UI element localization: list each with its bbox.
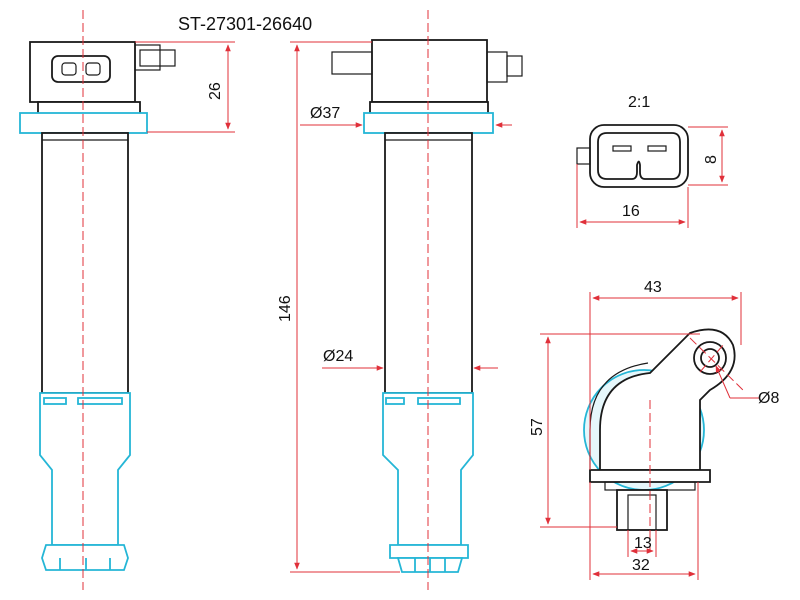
dim-plug-width: 16 — [622, 203, 640, 220]
dim-pin-width: 13 — [634, 535, 652, 552]
dim-hole-diameter: Ø8 — [758, 390, 779, 407]
boot-rib — [77, 397, 123, 405]
detail-scale: 2:1 — [628, 94, 650, 111]
boot-tip — [41, 544, 129, 571]
connector-housing-side — [371, 39, 488, 103]
connector-latch — [139, 49, 176, 67]
coil-front-view: 26 — [19, 10, 235, 590]
connector-tab — [134, 44, 161, 71]
dim-total-length: 146 — [277, 295, 294, 322]
plug-inner-shell — [597, 132, 681, 180]
plug-pin-left — [61, 62, 77, 76]
part-number-title: ST-27301-26640 — [178, 14, 312, 34]
rubber-boot — [39, 392, 131, 546]
dim-body-diameter: Ø24 — [323, 348, 353, 365]
dim-plug-height: 8 — [703, 155, 720, 164]
plug-terminal-right — [647, 145, 667, 152]
dim-connector-height: 26 — [207, 82, 224, 100]
boot-rib — [43, 397, 67, 405]
head-base — [589, 469, 711, 483]
connector-tab-side — [486, 51, 508, 83]
plug-latch — [576, 147, 591, 165]
plug-pin-right — [85, 62, 101, 76]
plug-socket-front — [51, 55, 111, 83]
coil-body — [41, 132, 129, 394]
dim-flange-diameter: Ø37 — [310, 105, 340, 122]
connector-latch-side — [331, 51, 373, 75]
coil-side-view: 146 Ø37 Ø24 — [277, 10, 523, 590]
connector-tab-tip — [506, 55, 523, 77]
boot-tip-side — [389, 544, 469, 559]
terminal-block — [616, 489, 668, 531]
plug-terminal-left — [612, 145, 632, 152]
dim-base-width: 32 — [632, 557, 650, 574]
dim-head-width: 43 — [644, 279, 662, 296]
head-top-view: 43 57 Ø8 13 32 — [529, 279, 779, 580]
plug-detail-view: 2:1 8 16 — [576, 94, 728, 228]
dim-head-height: 57 — [529, 418, 546, 436]
